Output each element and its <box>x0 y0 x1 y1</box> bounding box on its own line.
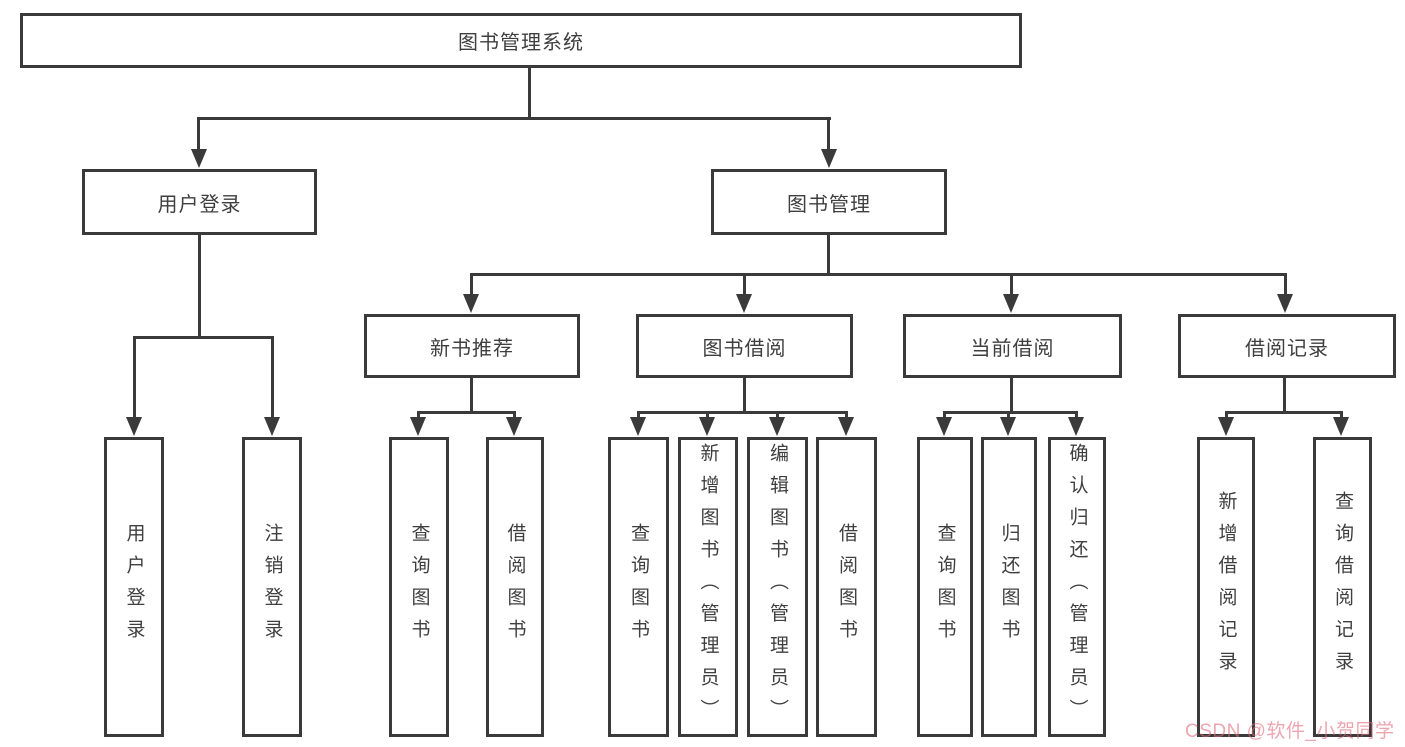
connector-moduleC-stem <box>1010 378 1013 411</box>
leaf-confirm-return-admin-label: 确认归还（管理员） <box>1066 443 1088 731</box>
leaf-query-book-B-label: 查询图书 <box>628 523 649 651</box>
leaf-user-login: 用户登录 <box>104 437 164 737</box>
arrowhead-down-icon <box>191 149 207 168</box>
arrowhead-down-icon <box>1068 417 1084 436</box>
leaf-borrow-book-A: 借阅图书 <box>486 437 544 737</box>
leaf-add-borrow-record-label: 新增借阅记录 <box>1215 491 1237 683</box>
connector-drop-leaf <box>417 411 420 419</box>
arrowhead-down-icon <box>1218 417 1234 436</box>
node-borrow-record-label: 借阅记录 <box>1245 337 1329 360</box>
connector-drop-leaf <box>776 411 779 419</box>
node-book-borrow-label: 图书借阅 <box>702 337 787 360</box>
leaf-confirm-return-admin: 确认归还（管理员） <box>1048 437 1106 737</box>
connector-level2-branch <box>197 117 831 120</box>
leaf-return-book-label: 归还图书 <box>998 523 1020 651</box>
connector-drop-leaf <box>943 411 946 419</box>
leaf-user-login-label: 用户登录 <box>123 523 145 651</box>
leaf-logout: 注销登录 <box>242 437 302 737</box>
connector-moduleA-stem <box>470 378 473 411</box>
leaf-add-book-admin-label: 新增图书（管理员） <box>697 443 719 731</box>
arrowhead-down-icon <box>126 417 142 436</box>
watermark: CSDN @软件_小贺同学 <box>1185 721 1395 742</box>
leaf-borrow-book-B: 借阅图书 <box>816 437 877 737</box>
connector-moduleB-stem <box>743 378 746 411</box>
leaf-borrow-book-A-label: 借阅图书 <box>504 523 526 651</box>
connector-drop-leaf <box>513 411 516 419</box>
arrowhead-down-icon <box>699 417 715 436</box>
node-new-book-recommend-label: 新书推荐 <box>430 337 514 360</box>
node-root-label: 图书管理系统 <box>458 32 584 54</box>
connector-drop-leaf <box>637 411 640 419</box>
arrowhead-down-icon <box>1277 294 1293 313</box>
connector-moduleB-branch <box>637 411 848 414</box>
node-current-borrow-label: 当前借阅 <box>970 337 1055 360</box>
node-current-borrow: 当前借阅 <box>903 314 1122 378</box>
leaf-query-borrow-record: 查询借阅记录 <box>1313 437 1372 737</box>
node-book-borrow: 图书借阅 <box>636 314 853 378</box>
leaf-logout-label: 注销登录 <box>261 523 283 651</box>
leaf-query-book-B: 查询图书 <box>608 437 669 737</box>
leaf-query-book-A: 查询图书 <box>389 437 449 737</box>
connector-drop-leaf <box>1075 411 1078 419</box>
arrowhead-down-icon <box>838 417 854 436</box>
connector-moduleD-stem <box>1283 378 1286 411</box>
leaf-return-book: 归还图书 <box>981 437 1037 737</box>
connector-moduleC-branch <box>944 411 1078 414</box>
arrowhead-down-icon <box>936 417 952 436</box>
connector-drop-leaf <box>133 336 136 417</box>
arrowhead-down-icon <box>264 417 280 436</box>
arrowhead-down-icon <box>506 417 522 436</box>
connector-moduleA-branch <box>418 411 516 414</box>
connector-drop-module <box>470 273 473 294</box>
leaf-add-book-admin: 新增图书（管理员） <box>678 437 738 737</box>
connector-drop-module <box>743 273 746 294</box>
connector-drop-leaf <box>271 336 274 417</box>
node-borrow-record: 借阅记录 <box>1178 314 1396 378</box>
arrowhead-down-icon <box>463 294 479 313</box>
connector-drop-leaf <box>845 411 848 419</box>
connector-drop-leaf <box>1340 411 1343 419</box>
connector-user-login-stem <box>198 235 201 336</box>
leaf-edit-book-admin-label: 编辑图书（管理员） <box>767 443 788 731</box>
leaf-query-book-C: 查询图书 <box>917 437 973 737</box>
node-book-management-label: 图书管理 <box>787 193 871 216</box>
arrowhead-down-icon <box>410 417 426 436</box>
connector-drop-leaf <box>1007 411 1010 419</box>
arrowhead-down-icon <box>769 417 785 436</box>
leaf-edit-book-admin: 编辑图书（管理员） <box>747 437 808 737</box>
connector-drop-module <box>1010 273 1013 294</box>
leaf-borrow-book-B-label: 借阅图书 <box>836 523 857 651</box>
leaf-query-borrow-record-label: 查询借阅记录 <box>1332 491 1353 683</box>
connector-moduleD-branch <box>1225 411 1343 414</box>
connector-drop-leaf <box>706 411 709 419</box>
connector-root-stem <box>528 68 531 117</box>
arrowhead-down-icon <box>1333 417 1349 436</box>
connector-book-mgmt-stem <box>827 235 830 273</box>
arrowhead-down-icon <box>821 149 837 168</box>
arrowhead-down-icon <box>736 294 752 313</box>
leaf-add-borrow-record: 新增借阅记录 <box>1197 437 1255 737</box>
node-user-login-label: 用户登录 <box>157 193 242 216</box>
node-new-book-recommend: 新书推荐 <box>364 314 580 378</box>
connector-user-login-branch <box>133 336 274 339</box>
leaf-query-book-A-label: 查询图书 <box>408 523 430 651</box>
node-user-login: 用户登录 <box>82 169 317 235</box>
connector-drop-user-login <box>197 117 200 150</box>
arrowhead-down-icon <box>630 417 646 436</box>
node-book-management: 图书管理 <box>711 169 947 235</box>
arrowhead-down-icon <box>1000 417 1016 436</box>
node-root: 图书管理系统 <box>20 13 1022 68</box>
leaf-query-book-C-label: 查询图书 <box>934 523 956 651</box>
arrowhead-down-icon <box>1003 294 1019 313</box>
connector-drop-book-mgmt <box>827 117 830 150</box>
connector-drop-leaf <box>1225 411 1228 419</box>
connector-level3-branch <box>470 273 1287 276</box>
connector-drop-module <box>1284 273 1287 294</box>
